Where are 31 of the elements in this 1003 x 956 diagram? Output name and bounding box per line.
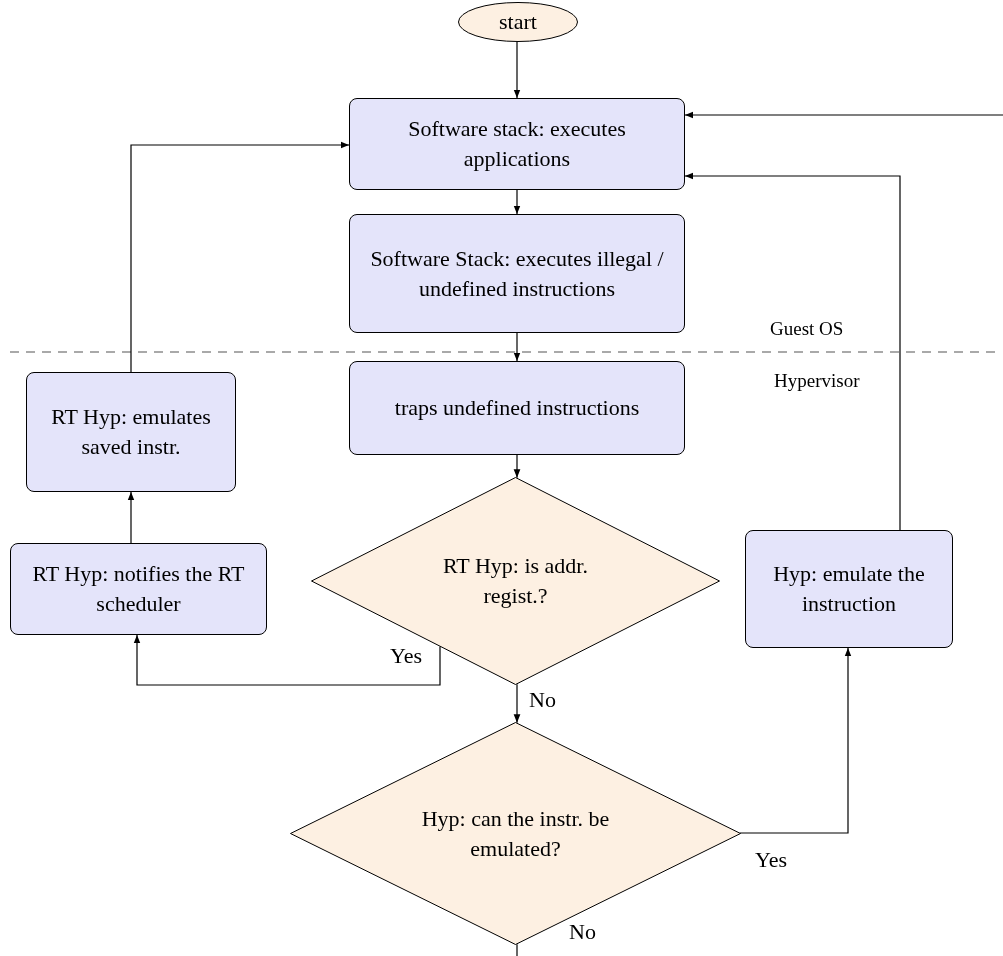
node-text: RT Hyp: is addr. regist.? xyxy=(442,552,589,610)
process-box xyxy=(26,372,236,492)
decision-diamond xyxy=(290,722,741,945)
arrow xyxy=(684,172,901,531)
arrow xyxy=(127,491,135,544)
arrow xyxy=(513,332,521,362)
node-text: Software stack: executes applications xyxy=(407,115,627,173)
arrow xyxy=(513,683,521,724)
arrow xyxy=(133,634,441,686)
node-text: Software Stack: executes illegal / undefined instructions xyxy=(369,244,665,303)
arrow xyxy=(130,141,350,373)
arrow xyxy=(513,454,521,479)
arrow xyxy=(513,189,521,215)
process-box xyxy=(10,543,267,635)
region-label: Guest OS xyxy=(769,319,845,340)
start-ellipse xyxy=(458,2,578,42)
process-box xyxy=(349,98,685,190)
node-text: RT Hyp: notifies the RT scheduler xyxy=(31,560,246,618)
region-label: Hypervisor xyxy=(773,371,861,392)
node-text: start xyxy=(499,8,537,37)
node-text: Hyp: can the instr. be emulated? xyxy=(420,804,611,863)
node-text: traps undefined instructions xyxy=(394,394,640,423)
arrow xyxy=(513,41,521,99)
process-box xyxy=(349,361,685,455)
process-box xyxy=(745,530,953,648)
arrow xyxy=(739,647,852,834)
process-box xyxy=(349,214,685,333)
arrow xyxy=(684,111,1003,119)
node-text: RT Hyp: emulates saved instr. xyxy=(50,403,212,461)
node-text: Hyp: emulate the instruction xyxy=(772,560,926,618)
decision-diamond xyxy=(311,477,720,685)
